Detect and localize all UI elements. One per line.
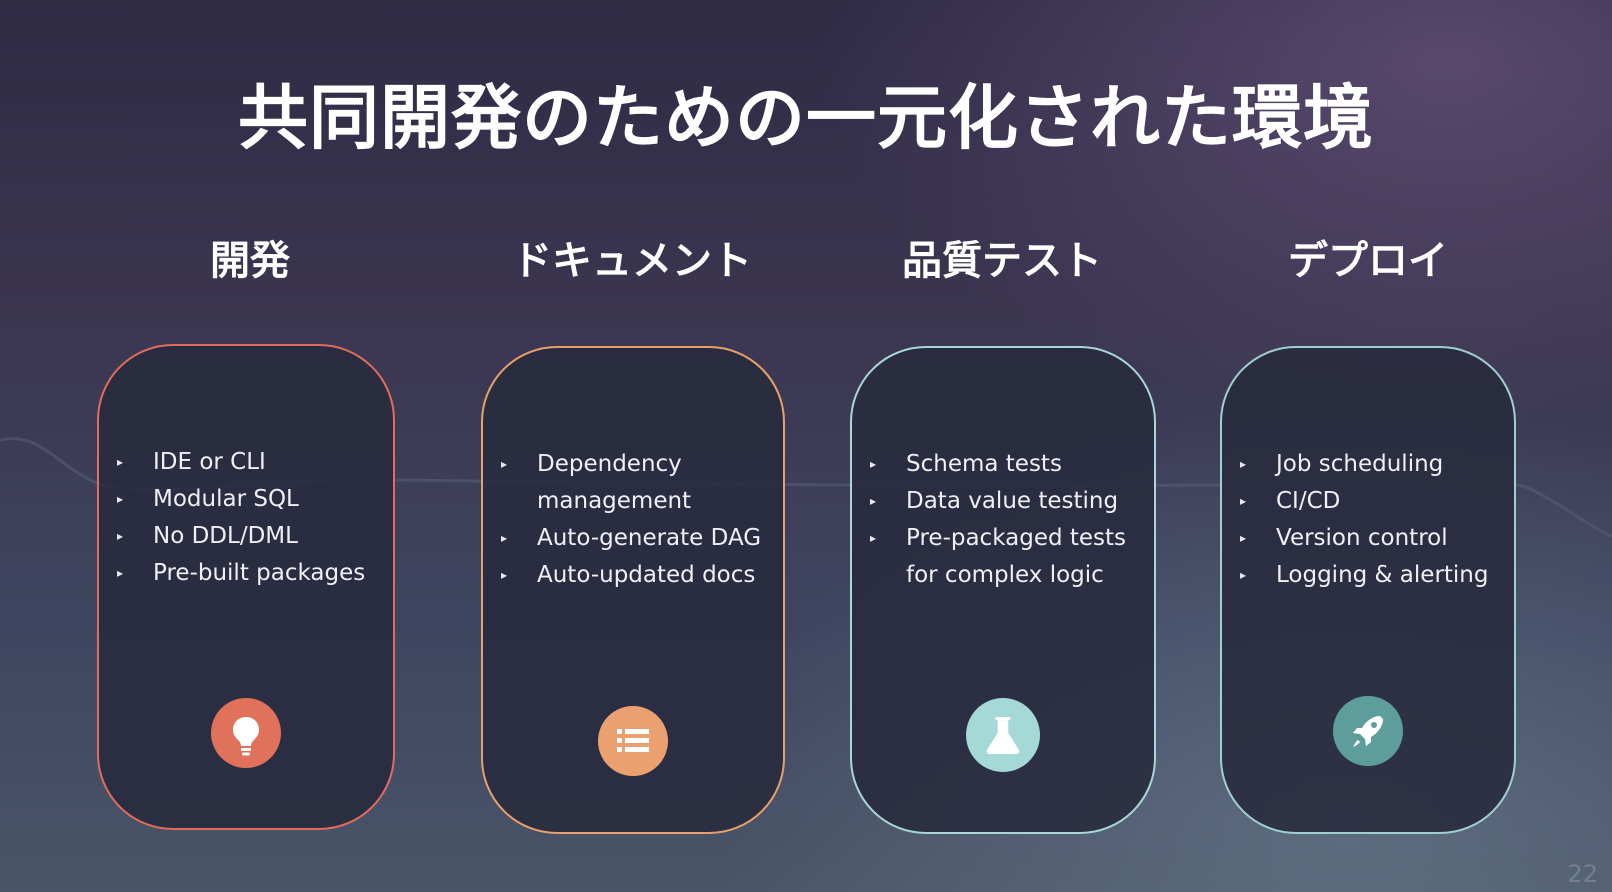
bullet-icon: ▸ [1240, 568, 1247, 582]
bullet-icon: ▸ [501, 457, 508, 471]
list-item: ▸ Auto-generate DAG [501, 520, 773, 557]
feature-list: ▸ Schema tests ▸ Data value testing ▸ Pre-p… [870, 446, 1144, 594]
list-item-label: IDE or CLI [153, 449, 266, 475]
list-item: ▸ Dependency [501, 446, 773, 483]
list-item-label: Logging & alerting [1276, 562, 1489, 588]
list-item: ▸ Pre-built packages [117, 555, 383, 592]
list-item-label: Pre-packaged tests [906, 525, 1127, 551]
list-item: ▸ Data value testing [870, 483, 1144, 520]
card-deploy: ▸Job scheduling ▸CI/CD ▸Version control … [1220, 346, 1516, 834]
bullet-icon: ▸ [870, 531, 877, 545]
column-heading-documentation: ドキュメント [512, 238, 752, 284]
list-item-label: CI/CD [1276, 488, 1341, 514]
bullet-icon: ▸ [117, 566, 124, 580]
column-heading-quality-testing: 品質テスト [902, 238, 1102, 284]
list-item-label: Modular SQL [153, 486, 299, 512]
list-item-label: Job scheduling [1276, 451, 1444, 477]
bullet-icon: ▸ [501, 568, 508, 582]
list-item-label: Pre-built packages [153, 560, 366, 586]
list-item: ▸ Schema tests [870, 446, 1144, 483]
list-item-label: management [537, 488, 692, 514]
list-item: ▸ Logging & alerting [1240, 557, 1504, 594]
page-number: 22 [1567, 860, 1598, 888]
list-item: ▸ Pre-packaged tests [870, 520, 1144, 557]
card-documentation: ▸ Dependency management ▸ Auto-generate DA… [481, 346, 785, 834]
list-item-label: No DDL/DML [153, 523, 298, 549]
column-heading-deploy: デプロイ [1288, 238, 1448, 284]
column-heading-development: 開発 [210, 238, 290, 284]
list-item-label: Version control [1276, 525, 1448, 551]
list-item: ▸ Auto-updated docs [501, 557, 773, 594]
feature-list: ▸Job scheduling ▸CI/CD ▸Version control … [1240, 446, 1504, 594]
bullet-icon: ▸ [117, 529, 124, 543]
bullet-icon: ▸ [117, 492, 124, 506]
list-item-label: Auto-updated docs [537, 562, 756, 588]
list-item: ▸ Modular SQL [117, 481, 383, 518]
list-item-label: Dependency [537, 451, 682, 477]
list-item: ▸ CI/CD [1240, 483, 1504, 520]
list-item-label: Schema tests [906, 451, 1062, 477]
list-item-label: Auto-generate DAG [537, 525, 762, 551]
list-item-label: Data value testing [906, 488, 1119, 514]
list-item: management [501, 483, 773, 520]
slide-title: 共同開発のための一元化された環境 [238, 77, 1374, 159]
list-item: ▸ Version control [1240, 520, 1504, 557]
bullet-icon: ▸ [1240, 494, 1247, 508]
bullet-icon: ▸ [870, 457, 877, 471]
flask-icon [966, 698, 1040, 772]
list-item-label: for complex logic [906, 562, 1104, 588]
card-development: ▸ IDE or CLI ▸ Modular SQL ▸ No DDL/DML ▸ Pr… [97, 344, 395, 830]
lightbulb-icon [211, 698, 281, 768]
list-icon [598, 706, 668, 776]
list-item: for complex logic [870, 557, 1144, 594]
list-item: ▸ IDE or CLI [117, 444, 383, 481]
bullet-icon: ▸ [1240, 457, 1247, 471]
feature-list: ▸ IDE or CLI ▸ Modular SQL ▸ No DDL/DML ▸ Pr… [117, 444, 383, 592]
feature-list: ▸ Dependency management ▸ Auto-generate DA… [501, 446, 773, 594]
list-item: ▸ No DDL/DML [117, 518, 383, 555]
bullet-icon: ▸ [501, 531, 508, 545]
rocket-icon [1333, 696, 1403, 766]
card-quality-testing: ▸ Schema tests ▸ Data value testing ▸ Pre-p… [850, 346, 1156, 834]
list-item: ▸ Job scheduling [1240, 446, 1504, 483]
bullet-icon: ▸ [117, 455, 124, 469]
bullet-icon: ▸ [870, 494, 877, 508]
bullet-icon: ▸ [1240, 531, 1247, 545]
